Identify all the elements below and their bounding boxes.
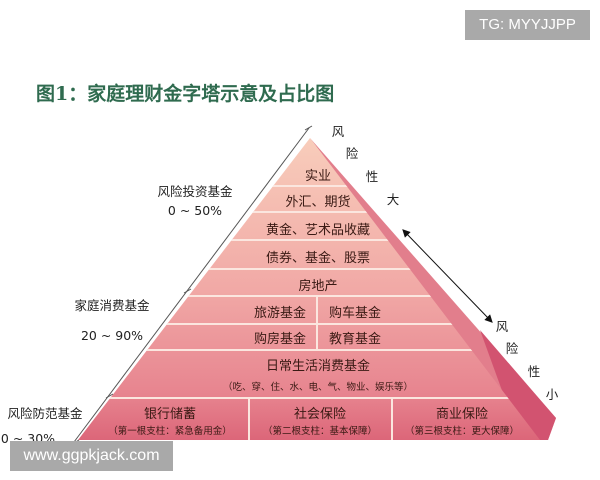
layer-forex-futures: 外汇、期货 [285,194,350,210]
risk-high-char: 性 [366,169,379,184]
base-commercial-insurance-note: （第三根支柱：更大保障） [405,425,519,437]
layer-gold-art: 黄金、艺术品收藏 [266,222,370,238]
pyramid-side-shadow [480,330,556,440]
risk-low-char: 险 [506,341,519,356]
layer-industry: 实业 [305,169,331,184]
risk-low-char: 风 [496,319,509,334]
family-consumption-fund-range: 20 ~ 90% [81,328,143,343]
risk-high-char: 险 [346,146,359,161]
risk-low-char: 性 [528,364,541,379]
watermark-bottom-left: www.ggpkjack.com [10,441,173,471]
base-social-insurance-note: （第二根支柱：基本保障） [263,425,377,437]
layer-education-fund: 教育基金 [329,331,381,347]
pyramid-front-face [78,138,540,440]
base-social-insurance: 社会保险 [294,406,346,422]
base-commercial-insurance: 商业保险 [436,407,488,422]
base-bank-savings: 银行储蓄 [144,407,196,422]
base-bank-savings-note: （第一根支柱：紧急备用金） [108,425,232,437]
layer-daily-fund: 日常生活消费基金 [266,358,370,374]
risk-high-char: 风 [332,124,345,139]
risk-investment-fund-label: 风险投资基金 [157,184,233,199]
family-consumption-fund-label: 家庭消费基金 [74,298,150,313]
layer-house-fund: 购房基金 [254,331,306,347]
layer-travel-fund: 旅游基金 [254,305,306,321]
risk-prevention-fund-label: 风险防范基金 [7,406,83,421]
risk-investment-fund-range: 0 ~ 50% [168,203,222,218]
risk-arrow [402,229,493,323]
layer-bonds-funds-stocks: 债券、基金、股票 [266,250,370,266]
risk-high-char: 大 [387,192,400,207]
watermark-top-right: TG: MYYJJPP [465,10,590,40]
layer-real-estate: 房地产 [298,278,337,294]
risk-low-char: 小 [546,387,559,402]
layer-daily-fund-detail: （吃、穿、住、水、电、气、物业、娱乐等） [223,381,413,393]
diagram-title: 图1：家庭理财金字塔示意及占比图 [36,82,334,105]
layer-car-fund: 购车基金 [329,305,381,321]
